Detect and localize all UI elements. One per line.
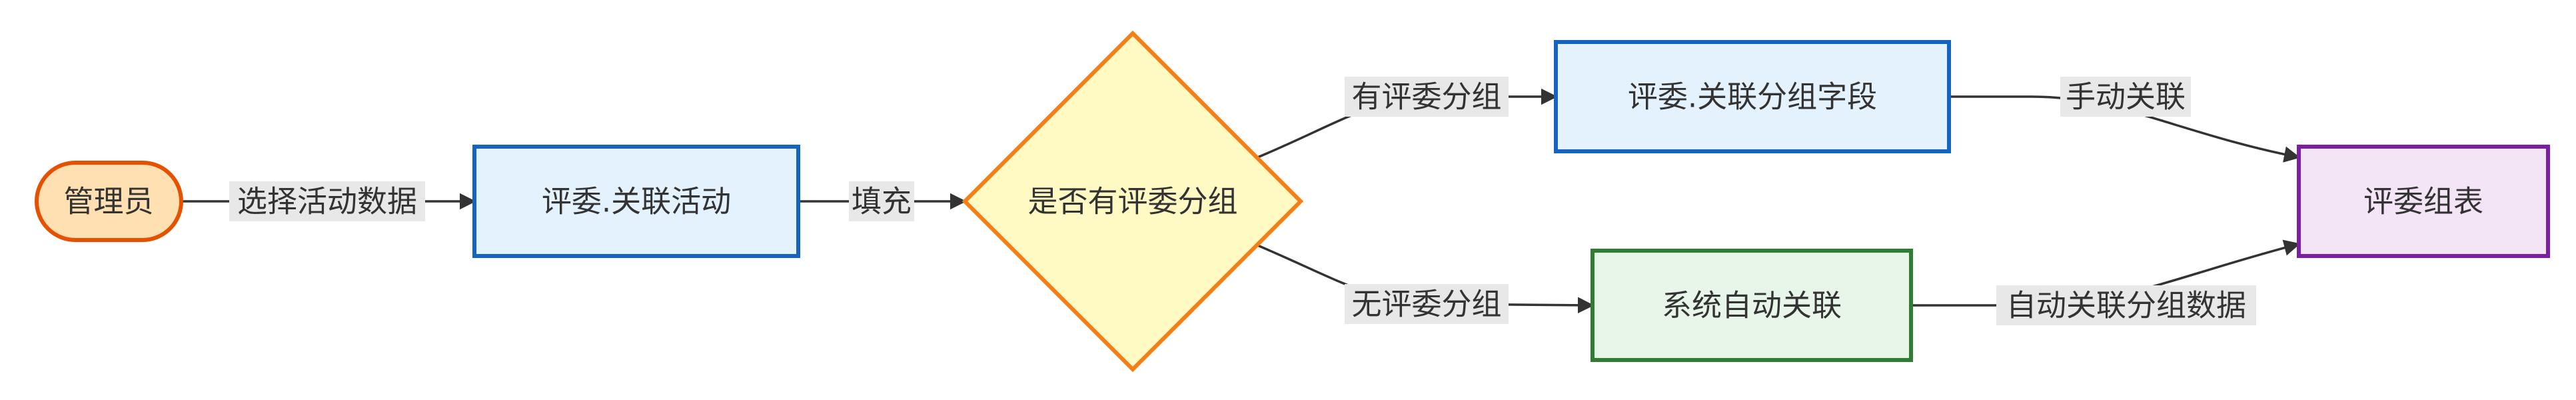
edge-label-auto-group-data-text: 自动关联分组数据 <box>2006 288 2246 323</box>
node-system-auto: 系统自动关联 <box>1591 249 1913 362</box>
node-admin-label: 管理员 <box>63 184 153 219</box>
edge-label-select-activity: 选择活动数据 <box>229 181 425 221</box>
node-has-group-decision: 是否有评委分组 <box>962 30 1304 373</box>
node-judge-activity: 评委.关联活动 <box>472 145 800 258</box>
node-has-group-decision-label: 是否有评委分组 <box>1027 184 1237 219</box>
node-judge-group-field-label: 评委.关联分组字段 <box>1628 79 1877 115</box>
node-admin: 管理员 <box>35 161 183 242</box>
node-judge-group-field: 评委.关联分组字段 <box>1554 40 1951 153</box>
edge-label-yes-group: 有评委分组 <box>1345 77 1509 117</box>
edge-label-fill: 填充 <box>849 181 914 221</box>
edge-label-fill-text: 填充 <box>852 184 912 219</box>
edge-label-no-group: 无评委分组 <box>1345 284 1509 324</box>
edge-label-yes-group-text: 有评委分组 <box>1351 79 1501 115</box>
edge-labels: 选择活动数据 填充 有评委分组 无评委分组 手动关联 自动关联分组数据 <box>229 77 2256 325</box>
edge-label-manual-text: 手动关联 <box>2066 79 2186 115</box>
node-judge-group-table: 评委组表 <box>2297 145 2550 258</box>
node-system-auto-label: 系统自动关联 <box>1662 288 1842 323</box>
edge-label-no-group-text: 无评委分组 <box>1351 287 1501 322</box>
node-judge-activity-label: 评委.关联活动 <box>542 184 731 219</box>
edge-label-select-activity-text: 选择活动数据 <box>237 184 417 219</box>
edge-label-auto-group-data: 自动关联分组数据 <box>1996 285 2256 325</box>
edge-label-manual: 手动关联 <box>2060 77 2191 117</box>
node-judge-group-table-label: 评委组表 <box>2363 184 2483 219</box>
nodes: 管理员 评委.关联活动 是否有评委分组 评委.关联分组字段 系统自动关联 评委组… <box>35 30 2550 373</box>
